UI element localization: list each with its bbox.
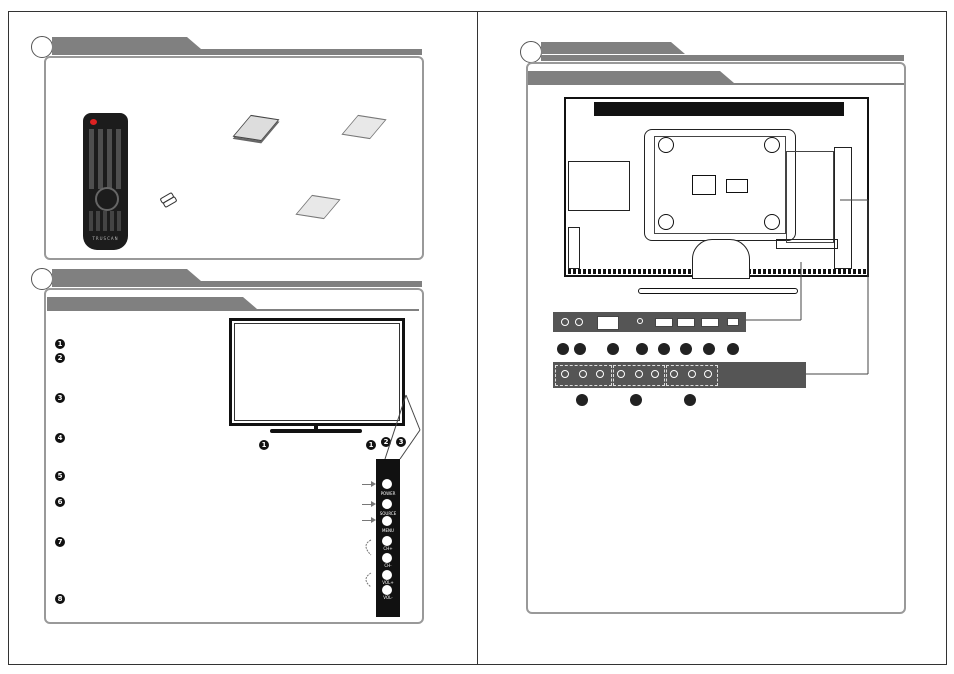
remote-control-image: TRUSCAN	[83, 113, 128, 250]
menu-button[interactable]	[382, 516, 392, 526]
front-callout-2: 2	[55, 353, 65, 363]
vol-up-button-label: VOL+	[382, 580, 394, 585]
ch-up-button-label: CH+	[383, 546, 393, 551]
section-bar-front-panel	[52, 281, 422, 287]
ch-down-button-label: CH-	[384, 563, 392, 568]
menu-button-label: MENU	[382, 528, 394, 533]
section-tab-accessories	[52, 37, 201, 49]
rear-marker-4	[636, 343, 648, 355]
tv-stand-neck	[314, 426, 318, 429]
source-button[interactable]	[382, 499, 392, 509]
front-callout-6: 6	[55, 497, 65, 507]
rear-marker-1	[557, 343, 569, 355]
arrow-power	[362, 481, 376, 487]
remote-dpad	[95, 187, 119, 211]
subsection-bar-rear-panel	[528, 83, 904, 85]
rear-marker-7	[703, 343, 715, 355]
arrow-source	[362, 501, 376, 507]
tv-rear-stand-base	[638, 288, 798, 294]
rear-marker-3	[607, 343, 619, 355]
bracket-arrows	[365, 539, 372, 588]
remote-keypad	[89, 129, 122, 189]
rear-marker-5	[658, 343, 670, 355]
rear-marker-2	[574, 343, 586, 355]
front-panel-box	[44, 288, 424, 624]
subsection-tab-rear-panel	[528, 71, 734, 83]
front-callout-8: 8	[55, 594, 65, 604]
rear-side-marker-2	[630, 394, 642, 406]
vol-down-button-label: VOL-	[383, 595, 393, 600]
vol-down-button[interactable]	[382, 585, 392, 595]
section-bar-accessories	[52, 49, 422, 55]
front-callout-3: 3	[55, 393, 65, 403]
rear-connector-strip-side	[553, 362, 806, 388]
front-callout-4: 4	[55, 433, 65, 443]
side-control-panel: POWER SOURCE MENU CH+ CH- VOL+ VOL-	[376, 459, 400, 617]
rear-marker-8	[727, 343, 739, 355]
tv-front-image	[229, 318, 405, 426]
remote-lower-keys	[89, 211, 122, 231]
source-button-label: SOURCE	[379, 511, 397, 516]
tv-callout-3: 3	[396, 437, 406, 447]
rear-side-marker-3	[684, 394, 696, 406]
right-page	[477, 11, 947, 665]
rear-marker-6	[680, 343, 692, 355]
rear-side-marker-1	[576, 394, 588, 406]
section-bar-rear-panel	[541, 55, 904, 61]
subsection-tab-front-panel	[47, 297, 257, 309]
ch-up-button[interactable]	[382, 536, 392, 546]
tv-callout-2: 2	[381, 437, 391, 447]
power-button-label: POWER	[380, 491, 396, 496]
rear-panel-box	[526, 62, 906, 614]
front-callout-7: 7	[55, 537, 65, 547]
subsection-bar-front-panel	[47, 309, 419, 311]
tv-callout-1b: 1	[366, 440, 376, 450]
remote-power-button	[90, 119, 97, 125]
arrow-menu	[362, 517, 376, 523]
accessories-box	[44, 56, 424, 260]
front-callout-1: 1	[55, 339, 65, 349]
tv-rear-image	[564, 97, 869, 279]
section-tab-front-panel	[52, 269, 201, 281]
tv-callout-1a: 1	[259, 440, 269, 450]
ch-down-button[interactable]	[382, 553, 392, 563]
rear-connector-strip-top	[553, 312, 746, 332]
tv-stand-base	[270, 429, 362, 433]
section-tab-rear-panel	[541, 42, 685, 54]
power-button[interactable]	[382, 479, 392, 489]
remote-brand: TRUSCAN	[92, 236, 119, 241]
front-callout-5: 5	[55, 471, 65, 481]
vol-up-button[interactable]	[382, 570, 392, 580]
